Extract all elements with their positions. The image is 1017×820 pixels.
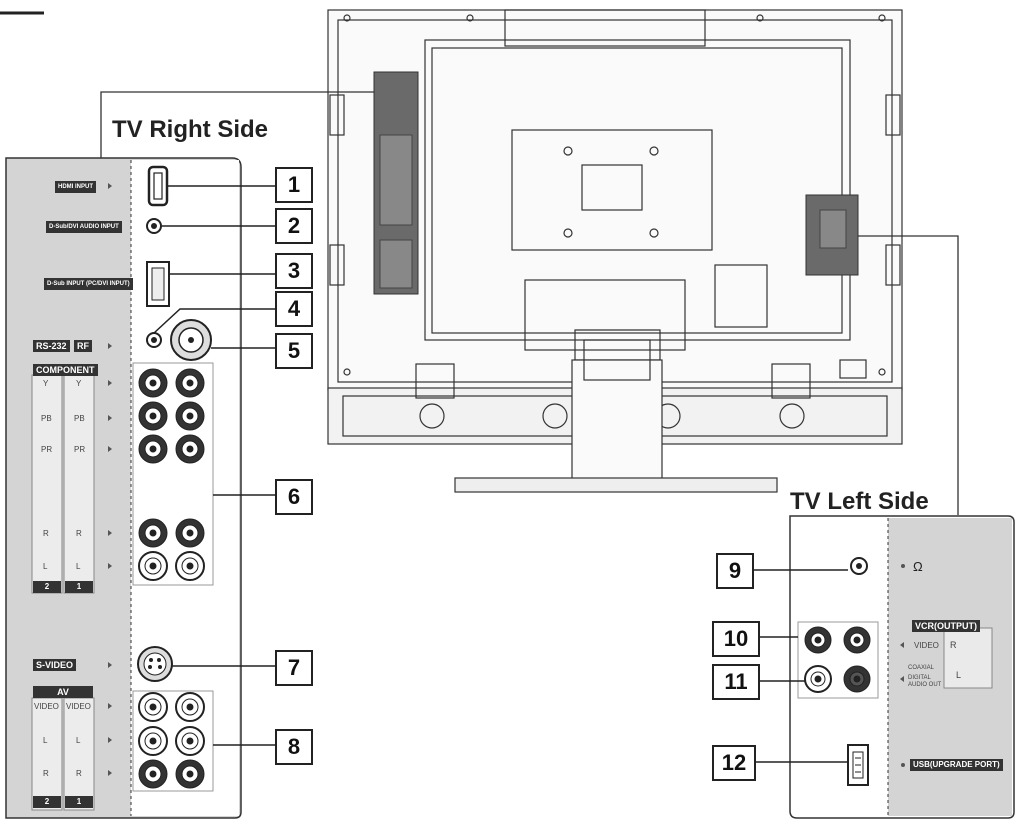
component-pb-2-label: PB <box>41 414 52 423</box>
av-input-1-number: 1 <box>65 796 93 808</box>
av-r-2-label: R <box>43 769 49 778</box>
left-side-panel <box>752 515 1015 819</box>
dsub-input-label: D-Sub INPUT (PC/DVI INPUT) <box>44 278 133 290</box>
av-input-2-number: 2 <box>33 796 61 808</box>
callout-5: 5 <box>275 333 313 369</box>
component-label: COMPONENT <box>33 364 98 376</box>
av-video-2-label: VIDEO <box>34 702 59 711</box>
callout-1: 1 <box>275 167 313 203</box>
callout-10: 10 <box>712 621 760 657</box>
component-pr-2-label: PR <box>41 445 53 454</box>
rs232-label: RS-232 <box>33 340 70 352</box>
callout-6: 6 <box>275 479 313 515</box>
vcr-output-label: VCR(OUTPUT) <box>912 620 980 632</box>
coaxial-label: COAXIAL <box>908 665 935 671</box>
av-video-1-label: VIDEO <box>66 702 91 711</box>
svideo-label: S-VIDEO <box>33 659 77 671</box>
usb-upgrade-port-label: USB(UPGRADE PORT) <box>910 759 1003 771</box>
digital-audio-out-label: DIGITAL AUDIO OUT <box>908 675 942 688</box>
tv-right-side-heading: TV Right Side <box>112 116 268 143</box>
component-l-1-label: L <box>76 562 81 571</box>
hdmi-input-label: HDMI INPUT <box>55 181 96 193</box>
callout-11: 11 <box>712 664 760 700</box>
component-input-1-number: 1 <box>65 581 93 593</box>
callout-9: 9 <box>716 553 754 589</box>
dsub-audio-input-label: D-Sub/DVI AUDIO INPUT <box>46 221 122 233</box>
callout-7: 7 <box>275 650 313 686</box>
component-y-1-label: Y <box>76 379 82 388</box>
callout-2: 2 <box>275 208 313 244</box>
right-side-panel <box>5 157 275 819</box>
component-y-2-label: Y <box>43 379 49 388</box>
headphone-icon: Ω <box>913 559 923 574</box>
component-r-2-label: R <box>43 529 49 538</box>
av-label: AV <box>33 686 93 698</box>
rf-label: RF <box>74 340 92 352</box>
callout-8: 8 <box>275 729 313 765</box>
av-l-2-label: L <box>43 736 48 745</box>
component-pb-1-label: PB <box>74 414 85 423</box>
callout-12: 12 <box>712 745 756 781</box>
av-r-1-label: R <box>76 769 82 778</box>
tv-left-side-heading: TV Left Side <box>790 488 929 515</box>
component-pr-1-label: PR <box>74 445 86 454</box>
vcr-r-label: R <box>950 640 957 650</box>
callout-3: 3 <box>275 253 313 289</box>
vcr-video-label: VIDEO <box>914 641 939 650</box>
av-l-1-label: L <box>76 736 81 745</box>
component-l-2-label: L <box>43 562 48 571</box>
callout-4: 4 <box>275 291 313 327</box>
vcr-l-label: L <box>956 670 962 680</box>
component-input-2-number: 2 <box>33 581 61 593</box>
component-r-1-label: R <box>76 529 82 538</box>
